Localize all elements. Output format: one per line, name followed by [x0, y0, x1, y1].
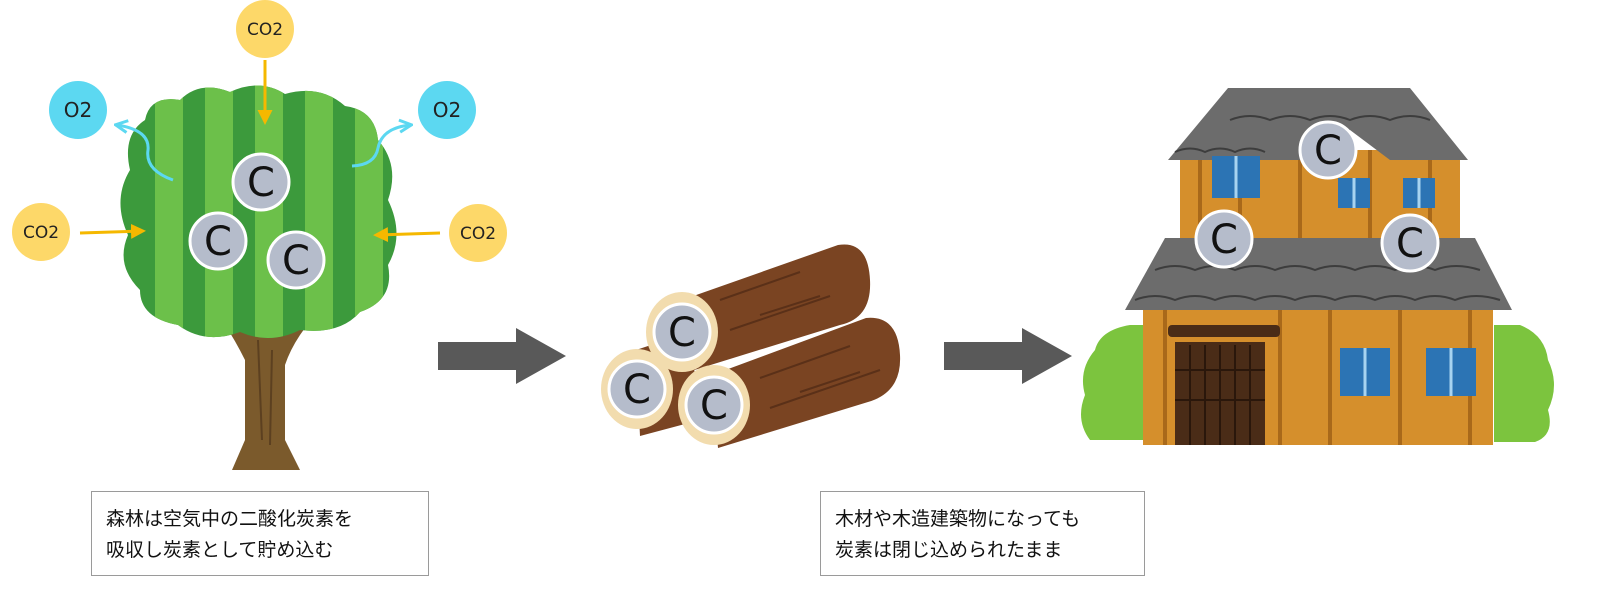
o2-molecule-icon: O2 [49, 81, 107, 139]
carbon-label: C [1396, 221, 1424, 267]
co2-molecule-icon: CO2 [449, 204, 507, 262]
co2-label: CO2 [23, 223, 59, 243]
carbon-label: C [623, 367, 651, 413]
o2-label: O2 [433, 98, 461, 122]
carbon-label: C [282, 238, 310, 284]
o2-arrow-left [117, 125, 174, 182]
carbon-atom-icon: C [266, 230, 326, 290]
process-arrow-icon [438, 328, 566, 384]
logs-icon [601, 244, 901, 448]
carbon-atom-icon: C [1194, 209, 1254, 269]
forest-caption-line-2: 吸収し炭素として貯め込む [106, 539, 334, 561]
carbon-atom-icon: C [231, 152, 291, 212]
co2-molecule-icon: CO2 [236, 0, 294, 58]
carbon-label: C [668, 310, 696, 356]
co2-label: CO2 [460, 224, 496, 244]
carbon-atom-icon: C [188, 211, 248, 271]
co2-arrow-right [373, 227, 441, 243]
co2-molecule-icon: CO2 [12, 203, 70, 261]
o2-molecule-icon: O2 [418, 81, 476, 139]
o2-label: O2 [64, 98, 92, 122]
house-icon [1081, 88, 1554, 445]
process-arrow-icon [944, 328, 1072, 384]
carbon-label: C [1210, 217, 1238, 263]
forest-caption-line-1: 森林は空気中の二酸化炭素を [106, 508, 354, 530]
carbon-atom-icon: C [652, 302, 712, 362]
o2-arrow-right [351, 125, 410, 168]
building-caption-line-2: 炭素は閉じ込められたまま [835, 539, 1063, 561]
co2-arrow-left [79, 223, 146, 239]
forest-caption: 森林は空気中の二酸化炭素を 吸収し炭素として貯め込む [91, 491, 429, 576]
carbon-atom-icon: C [607, 359, 667, 419]
tree-icon [120, 85, 397, 470]
carbon-label: C [1314, 128, 1342, 174]
carbon-atom-icon: C [1298, 120, 1358, 180]
carbon-label: C [204, 219, 232, 265]
carbon-atom-icon: C [1380, 213, 1440, 273]
co2-label: CO2 [247, 20, 283, 40]
building-caption: 木材や木造建築物になっても 炭素は閉じ込められたまま [820, 491, 1145, 576]
building-caption-line-1: 木材や木造建築物になっても [835, 508, 1081, 530]
carbon-atom-icon: C [684, 375, 744, 435]
carbon-label: C [700, 383, 728, 429]
carbon-label: C [247, 160, 275, 206]
